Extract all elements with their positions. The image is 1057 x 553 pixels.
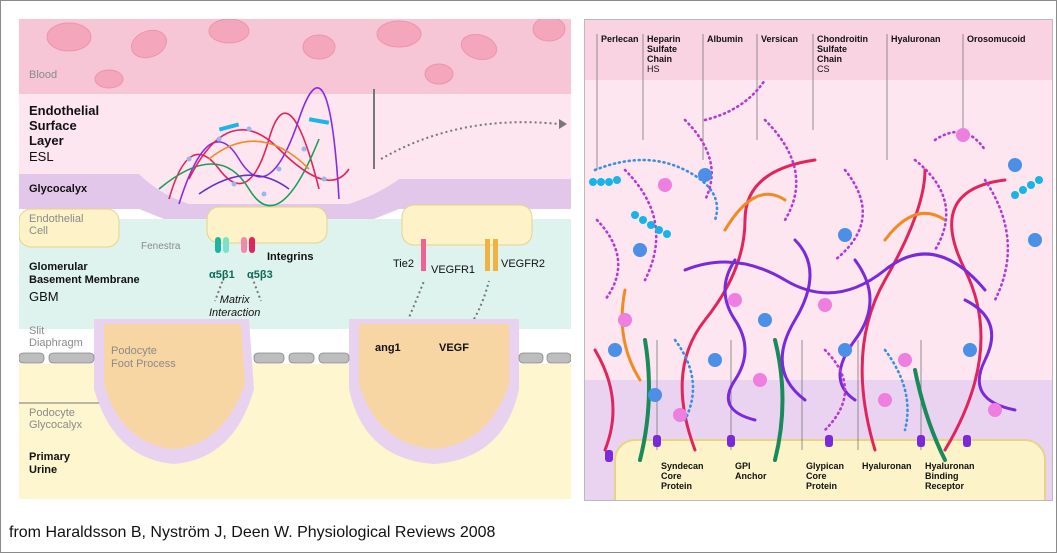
podocyte-foot-process-label: Podocyte Foot Process [111,345,176,370]
overview-illustration [19,19,571,499]
alpha5-beta3-label: α5β3 [247,269,273,281]
glycocalyx-label: Glycocalyx [29,183,88,195]
heparin-sulfate-chain-label: Heparin Sulfate Chain [647,34,681,64]
esl-detail-illustration [585,20,1052,500]
esl-title-label: Endothelial Surface Layer [29,103,100,148]
hs-abbr-label: HS [647,64,660,74]
hyaluronan-top-label: Hyaluronan [891,34,941,44]
versican-label: Versican [761,34,799,44]
matrix-interaction-label: Matrix Interaction [209,294,261,319]
perlecan-label: Perlecan [601,34,639,44]
primary-urine-label: Primary Urine [29,451,70,476]
ang1-label: ang1 [375,342,401,354]
gbm-title-label: Glomerular Basement Membrane [29,261,140,286]
hyaluronan-binding-receptor-label: Hyaluronan Binding Receptor [925,461,975,491]
citation-text: from Haraldsson B, Nyström J, Deen W. Ph… [9,524,496,541]
orosomucoid-label: Orosomucoid [967,34,1026,44]
tie2-label: Tie2 [393,258,414,270]
blood-label: Blood [29,69,58,81]
endothelial-cell-label: Endothelial Cell [29,213,84,237]
gbm-abbr-label: GBM [29,289,59,304]
left-panel-overview: Blood Endothelial Surface Layer ESL Glyc… [19,19,571,499]
alpha5-beta1-label: α5β1 [209,269,235,281]
vegfr1-label: VEGFR1 [431,264,476,276]
syndecan-core-protein-label: Syndecan Core Protein [661,461,704,491]
gpi-anchor-label: GPI Anchor [735,461,767,481]
vegfr2-label: VEGFR2 [501,258,546,270]
esl-abbr-label: ESL [29,149,54,164]
chondroitin-sulfate-chain-label: Chondroitin Sulfate Chain [817,34,868,64]
albumin-label: Albumin [707,34,743,44]
fenestra-label: Fenestra [141,241,181,252]
right-panel-detail: Perlecan Heparin Sulfate Chain HS Albumi… [584,19,1053,501]
podocyte-glycocalyx-label: Podocyte Glycocalyx [29,407,83,431]
glypican-core-protein-label: Glypican Core Protein [806,461,845,491]
integrins-label: Integrins [267,251,314,263]
hyaluronan-bottom-label: Hyaluronan [862,461,912,471]
slit-diaphragm-label: Slit Diaphragm [29,325,83,349]
cs-abbr-label: CS [817,64,830,74]
vegf-label: VEGF [439,342,469,354]
